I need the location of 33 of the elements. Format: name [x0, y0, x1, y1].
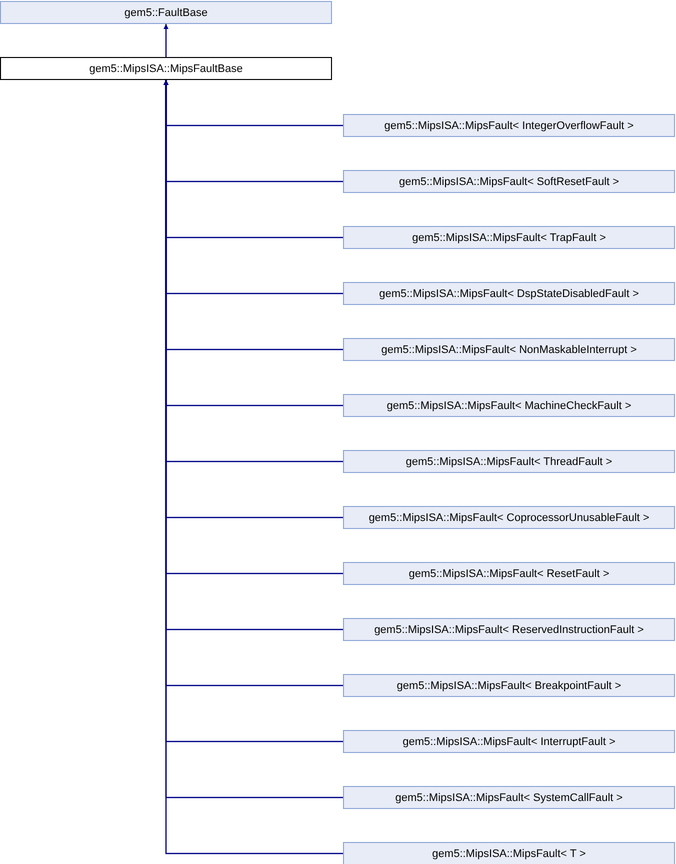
- class-box: [343, 674, 675, 697]
- class-box: [0, 57, 332, 80]
- class-name: gem5::MipsISA::MipsFault< IntegerOverflowFault >: [384, 120, 634, 132]
- class-name: gem5::MipsISA::MipsFault< ThreadFault >: [406, 456, 612, 468]
- class-name: gem5::MipsISA::MipsFault< NonMaskableInterrupt >: [381, 344, 637, 356]
- class-name: gem5::MipsISA::MipsFault< MachineCheckFault >: [386, 400, 632, 412]
- class-name: gem5::MipsISA::MipsFault< SoftResetFault >: [398, 176, 620, 188]
- class-name: gem5::MipsISA::MipsFaultBase: [89, 62, 243, 74]
- class-box: [343, 618, 675, 641]
- inheritance-arrow: [164, 24, 168, 57]
- class-box: [343, 338, 675, 361]
- class-box: [343, 562, 675, 585]
- class-box: [0, 1, 332, 24]
- class-name: gem5::MipsISA::MipsFault< CoprocessorUnusableFault >: [368, 512, 650, 524]
- class-name: gem5::MipsISA::MipsFault< ReservedInstructionFault >: [374, 624, 644, 636]
- class-box: [343, 170, 675, 193]
- class-box: [343, 506, 675, 529]
- class-box: [343, 282, 675, 305]
- class-box: [343, 226, 675, 249]
- class-name: gem5::MipsISA::MipsFault< BreakpointFault >: [396, 680, 622, 692]
- class-name: gem5::FaultBase: [124, 6, 208, 18]
- class-box: [343, 786, 675, 809]
- class-name: gem5::MipsISA::MipsFault< TrapFault >: [412, 232, 606, 244]
- class-name: gem5::MipsISA::MipsFault< InterruptFault >: [402, 736, 616, 748]
- class-name: gem5::MipsISA::MipsFault< SystemCallFault >: [395, 792, 623, 804]
- class-box: [343, 730, 675, 753]
- class-name: gem5::MipsISA::MipsFault< ResetFault >: [408, 568, 610, 580]
- class-box: [343, 450, 675, 473]
- class-name: gem5::MipsISA::MipsFault< T >: [432, 848, 586, 860]
- class-box: [343, 394, 675, 417]
- class-name: gem5::MipsISA::MipsFault< DspStateDisabledFault >: [379, 288, 639, 300]
- class-box: [343, 114, 675, 137]
- class-box: [343, 842, 675, 864]
